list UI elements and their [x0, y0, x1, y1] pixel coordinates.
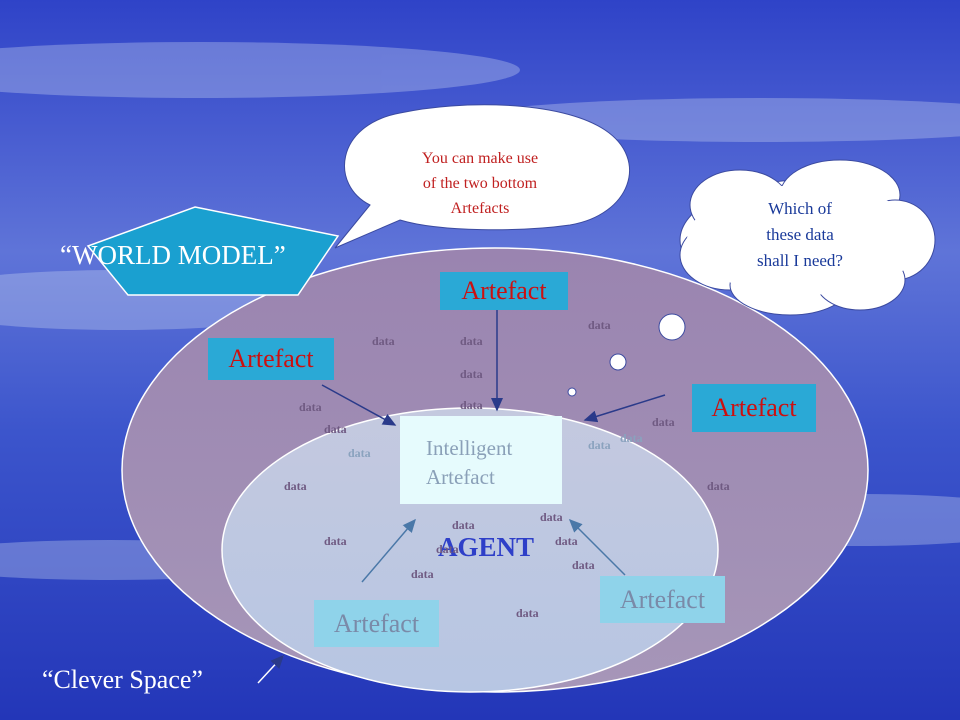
- data-label: data: [555, 534, 578, 548]
- arrow-bottom-left-artefact: [361, 518, 416, 583]
- intelligent-artefact-box: Intelligent Artefact: [400, 416, 562, 504]
- data-label: data: [620, 431, 643, 445]
- artefact-right: Artefact: [692, 384, 816, 432]
- thought-line-3: shall I need?: [757, 251, 843, 270]
- data-label: data: [652, 415, 675, 429]
- intelligent-artefact-line-1: Intelligent: [426, 436, 513, 460]
- data-label: data: [460, 334, 483, 348]
- artefact-bottom-right: Artefact: [600, 576, 725, 623]
- speech-bubble-shape: [334, 104, 630, 249]
- data-label: data: [460, 367, 483, 381]
- artefact-left: Artefact: [208, 338, 334, 380]
- data-label: data: [516, 606, 539, 620]
- data-label: data: [324, 534, 347, 548]
- speech-line-3: Artefacts: [450, 200, 510, 217]
- arrow-left-artefact: [321, 384, 397, 426]
- arrow-clever-space: [257, 654, 285, 684]
- data-label: data: [299, 400, 322, 414]
- thought-dot-large: [658, 313, 686, 341]
- thought-bubble-text: Which of these data shall I need?: [720, 196, 880, 274]
- world-model-shape: [86, 206, 340, 296]
- arrow-bottom-right-artefact: [568, 518, 626, 576]
- data-label: data: [284, 479, 307, 493]
- data-label: data: [707, 479, 730, 493]
- agent-label: AGENT: [438, 532, 535, 562]
- thought-line-2: these data: [766, 225, 834, 244]
- speech-bubble-text: You can make use of the two bottom Artef…: [380, 146, 580, 221]
- data-label: data: [452, 518, 475, 532]
- speech-line-2: of the two bottom: [422, 175, 538, 192]
- data-label: data: [460, 398, 483, 412]
- arrow-right-artefact: [583, 394, 666, 423]
- data-label: data: [588, 438, 611, 452]
- thought-dot-small: [567, 387, 577, 397]
- data-label: data: [411, 567, 434, 581]
- artefact-top: Artefact: [440, 272, 568, 310]
- clever-space-label: “Clever Space”: [42, 665, 203, 694]
- thought-dot-medium: [609, 353, 627, 371]
- speech-line-1: You can make use: [421, 150, 539, 167]
- data-label: data: [324, 422, 347, 436]
- data-label: data: [372, 334, 395, 348]
- data-label: data: [436, 542, 459, 556]
- data-label: data: [572, 558, 595, 572]
- thought-line-1: Which of: [768, 199, 832, 218]
- world-model-label: “WORLD MODEL”: [60, 240, 286, 270]
- thought-bubble-core: [687, 185, 923, 295]
- artefact-bottom-left: Artefact: [314, 600, 439, 647]
- data-label: data: [348, 446, 371, 460]
- intelligent-artefact-line-2: Artefact: [426, 465, 495, 489]
- data-label: data: [588, 318, 611, 332]
- data-label: data: [540, 510, 563, 524]
